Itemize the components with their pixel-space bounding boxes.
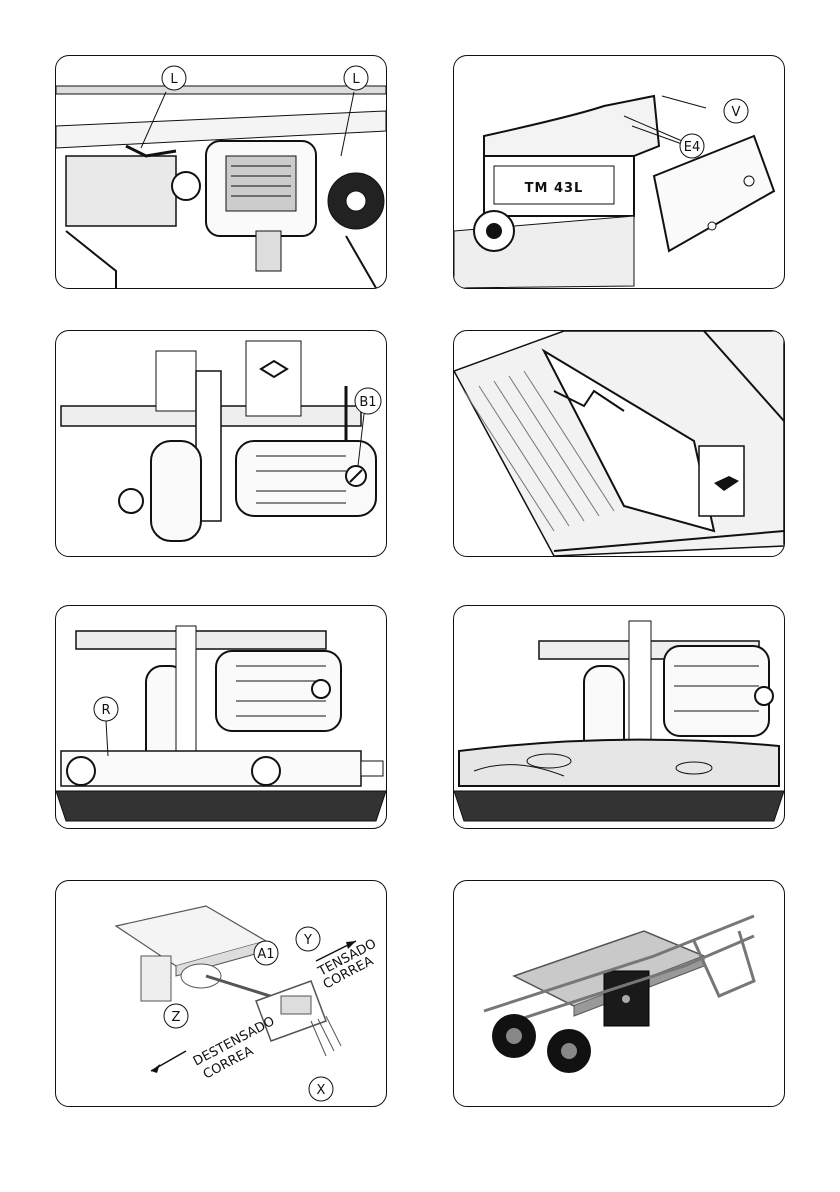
figure-2-callouts: TM 43L V E4 [454,56,784,288]
callout-l-left: L [170,72,178,87]
figure-3-panel: B1 [55,330,387,557]
figure-7-panel: A1 Y Z X TENSADO CORREA DESTENSADO CORRE… [55,880,387,1107]
callout-l-right: L [352,72,360,87]
callout-b1: B1 [359,395,376,410]
callout-x: X [317,1083,326,1098]
figure-8-drawing [454,881,784,1106]
figure-2-panel: TM 43L V E4 [453,55,785,289]
callout-v: V [732,105,741,120]
figure-4-panel [453,330,785,557]
figure-5-callouts: R [56,606,386,828]
callout-a1: A1 [257,947,274,962]
figure-3-callouts: B1 [56,331,386,556]
figure-6-drawing [454,606,784,828]
callout-e4: E4 [684,140,701,155]
figure-1-callouts: L L [56,56,386,288]
callout-y: Y [303,933,312,948]
figure-7-callouts: A1 Y Z X TENSADO CORREA DESTENSADO CORRE… [56,881,386,1106]
callout-z: Z [172,1010,181,1025]
figure-5-panel: R [55,605,387,829]
figure-4-drawing [454,331,784,556]
callout-r: R [101,703,110,718]
figure-6-panel [453,605,785,829]
figure-8-panel [453,880,785,1107]
model-plate-label: TM 43L [525,181,584,196]
figure-1-panel: L L [55,55,387,289]
